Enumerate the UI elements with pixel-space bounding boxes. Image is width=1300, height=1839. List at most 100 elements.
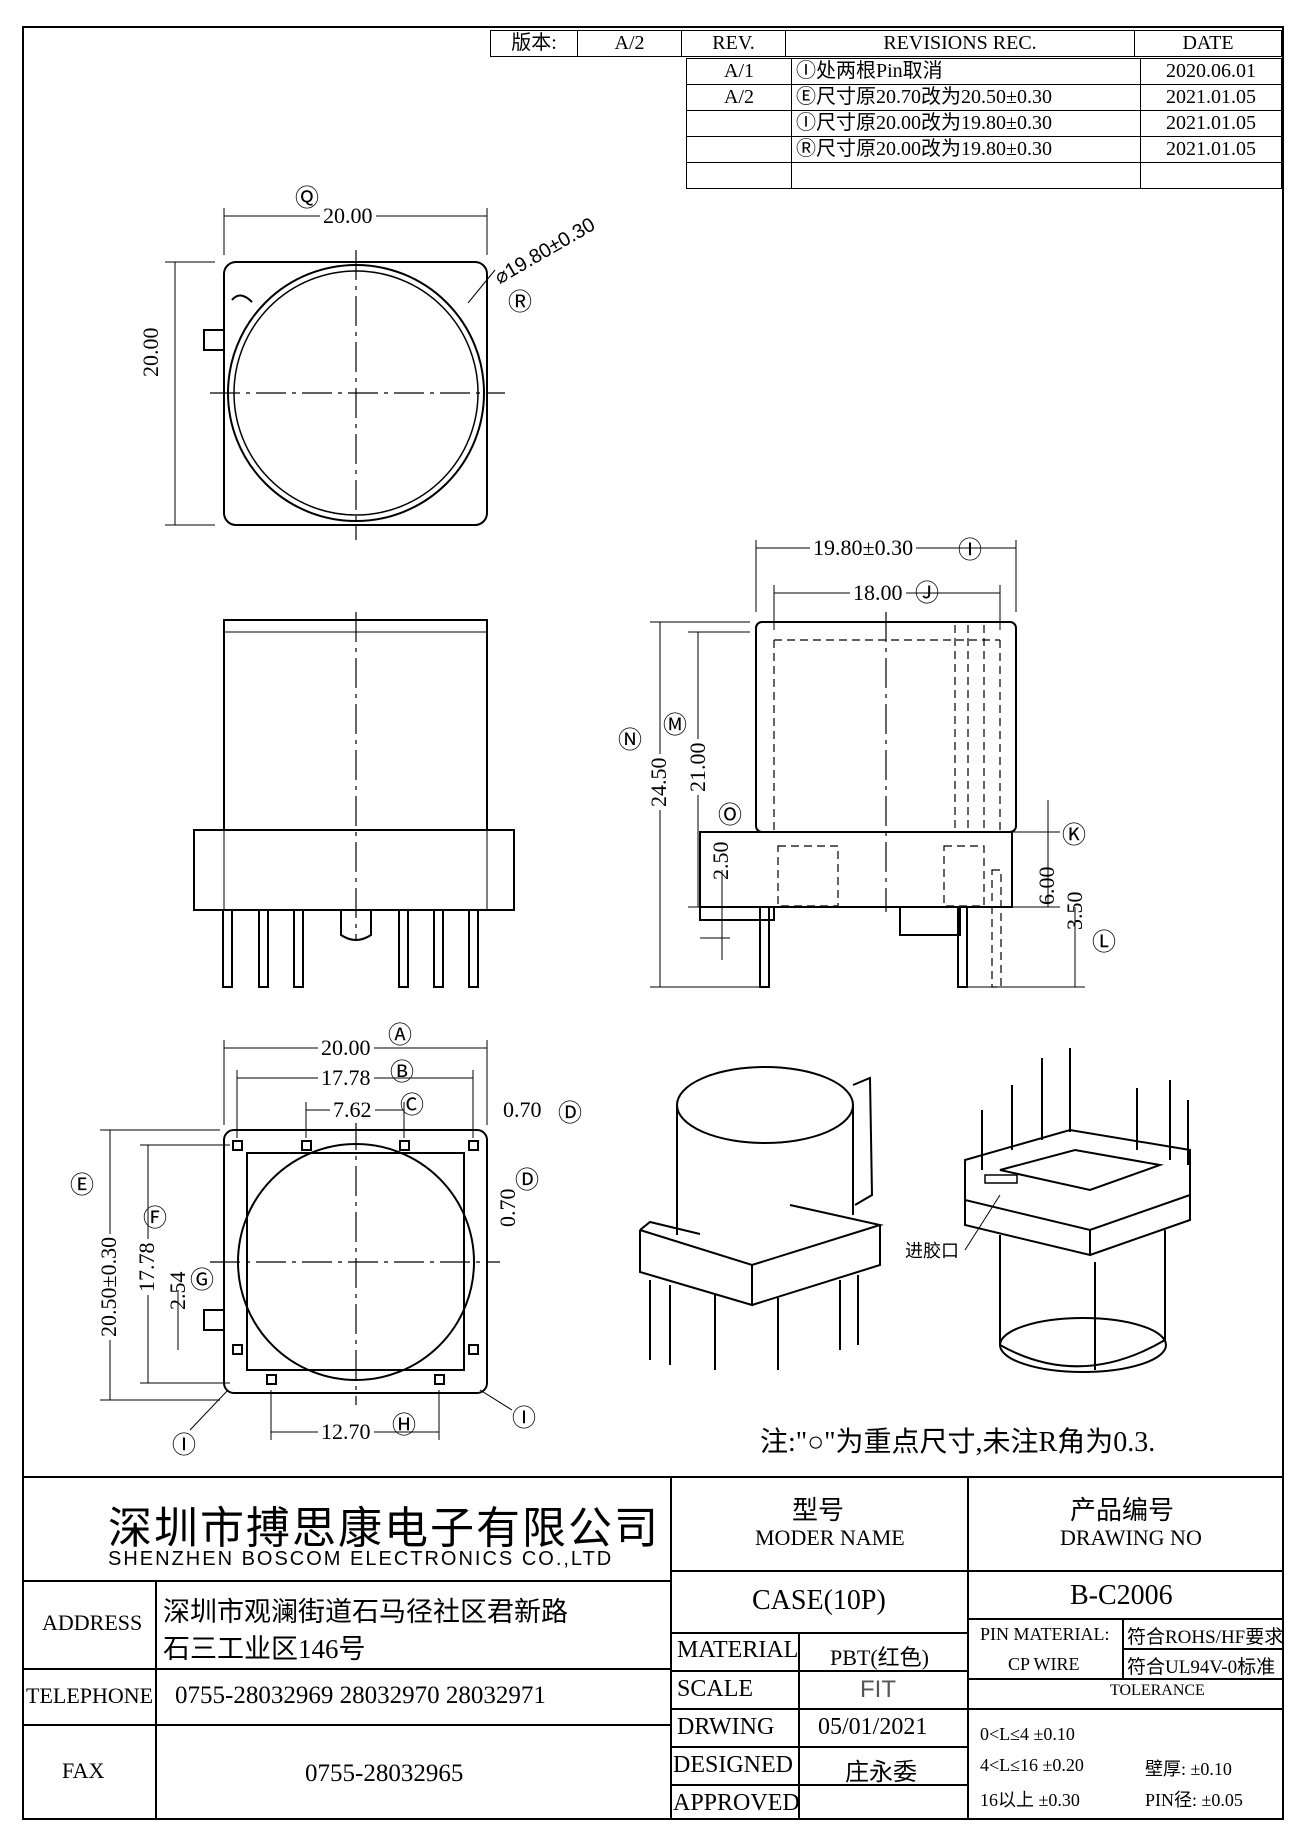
pin-hole bbox=[434, 1374, 445, 1385]
drawing-no-label-cn: 产品编号 bbox=[1070, 1496, 1175, 1525]
bottom-tab bbox=[203, 1309, 224, 1331]
revision-row-rev bbox=[686, 162, 792, 189]
tb-line bbox=[22, 1724, 670, 1726]
revision-rows: A/1 Ⓘ处两根Pin取消 2020.06.01 A/2 Ⓔ尺寸原20.70改为… bbox=[686, 58, 1282, 189]
pin bbox=[222, 909, 233, 988]
iso2-frame-inner bbox=[999, 1148, 1164, 1192]
l-mark: Ⓛ bbox=[1092, 930, 1116, 956]
drawing-no-label-en: DRAWING NO bbox=[1060, 1525, 1202, 1550]
pin-hole bbox=[232, 1140, 243, 1151]
side-window-left bbox=[777, 845, 839, 907]
revision-table: 版本: A/2 REV. REVISIONS REC. DATE bbox=[490, 30, 1282, 57]
tb-line bbox=[1122, 1618, 1124, 1678]
model-value: CASE(10P) bbox=[752, 1585, 886, 1616]
iso2-frame-top bbox=[964, 1128, 1191, 1232]
k-mark: Ⓚ bbox=[1062, 823, 1086, 849]
tb-line bbox=[967, 1708, 1284, 1710]
iso-base-top bbox=[639, 1204, 884, 1267]
top-view-tab bbox=[203, 329, 224, 351]
tb-line bbox=[967, 1477, 969, 1820]
tb-line bbox=[670, 1746, 967, 1748]
q-dim-text: 20.00 bbox=[320, 203, 376, 229]
tb-line bbox=[670, 1670, 967, 1672]
i-mark-right: Ⓘ bbox=[512, 1406, 536, 1432]
i-mark: Ⓘ bbox=[958, 538, 982, 564]
a-mark: Ⓐ bbox=[388, 1023, 412, 1049]
b-dim-text: 17.78 bbox=[318, 1065, 374, 1091]
drawing-note: 注:"○"为重点尺寸,未注R角为0.3. bbox=[760, 1427, 1156, 1458]
designed-value: 庄永委 bbox=[845, 1760, 917, 1786]
model-label-cn: 型号 bbox=[792, 1496, 845, 1525]
material-label: MATERIAL bbox=[677, 1637, 799, 1663]
revision-row-date: 2021.01.05 bbox=[1140, 110, 1282, 137]
d2-mark: Ⓓ bbox=[515, 1168, 539, 1194]
o-mark: Ⓞ bbox=[718, 803, 742, 829]
revision-row-rev: A/2 bbox=[686, 84, 792, 111]
side-pin-right2 bbox=[991, 869, 1002, 988]
iso-base-left-block bbox=[639, 1220, 701, 1235]
address-line2: 石三工业区146号 bbox=[163, 1634, 366, 1664]
tol-row-1: 0<L≤4 ±0.10 bbox=[980, 1724, 1075, 1744]
pin bbox=[293, 909, 304, 988]
d-dim-text: 0.70 bbox=[503, 1097, 542, 1122]
q-mark: Ⓠ bbox=[295, 186, 319, 212]
scale-label: SCALE bbox=[677, 1676, 754, 1702]
iso-view-left bbox=[639, 1066, 884, 1370]
g-dim-text: 2.54 bbox=[165, 1271, 190, 1311]
pin-hole bbox=[468, 1140, 479, 1151]
tol-row-3: 16以上 ±0.30 bbox=[980, 1790, 1080, 1810]
model-label-en: MODER NAME bbox=[755, 1525, 905, 1550]
tb-line bbox=[155, 1580, 157, 1820]
pin-hole bbox=[301, 1140, 312, 1151]
l-dim-text: 3.50 bbox=[1062, 891, 1087, 931]
drawing-no-value: B-C2006 bbox=[1070, 1580, 1173, 1611]
c-dim-text: 7.62 bbox=[330, 1097, 375, 1123]
gate-label: 进胶口 bbox=[905, 1241, 959, 1261]
side-view bbox=[650, 540, 1085, 988]
revision-row bbox=[686, 162, 1282, 189]
tb-line bbox=[670, 1784, 967, 1786]
pin-hole bbox=[399, 1140, 410, 1151]
version-label: 版本: bbox=[490, 30, 578, 57]
date-header: DATE bbox=[1134, 30, 1282, 57]
telephone-label: TELEPHONE bbox=[26, 1683, 154, 1708]
revision-row-date: 2021.01.05 bbox=[1140, 84, 1282, 111]
technical-drawing bbox=[22, 208, 1284, 1478]
revision-row-date bbox=[1140, 162, 1282, 189]
iso-view-right bbox=[964, 1048, 1191, 1373]
tol-row-2: 4<L≤16 ±0.20 bbox=[980, 1755, 1084, 1775]
iso2-gate-leader bbox=[964, 1194, 1001, 1251]
iso2-frame-front bbox=[964, 1200, 1091, 1257]
side-window-right bbox=[943, 845, 985, 907]
pin bbox=[258, 909, 269, 988]
rec-header: REVISIONS REC. bbox=[785, 30, 1135, 57]
pin bbox=[398, 909, 409, 988]
front-pins bbox=[222, 909, 479, 988]
f-dim-text: 17.78 bbox=[134, 1239, 160, 1295]
revision-row-date: 2020.06.01 bbox=[1140, 58, 1282, 85]
k-dim-text: 6.00 bbox=[1034, 866, 1059, 906]
iso-cyl-top bbox=[676, 1066, 854, 1144]
drwing-value: 05/01/2021 bbox=[818, 1714, 928, 1740]
tb-line bbox=[22, 1668, 670, 1670]
b-mark: Ⓑ bbox=[390, 1060, 414, 1086]
side-base-notch-left bbox=[699, 907, 775, 921]
tb-line bbox=[670, 1570, 1284, 1572]
iso-base-side bbox=[751, 1225, 881, 1306]
a-dim-text: 20.00 bbox=[318, 1035, 374, 1061]
address-label: ADDRESS bbox=[42, 1610, 143, 1635]
pin-hole bbox=[468, 1344, 479, 1355]
side-base bbox=[699, 831, 1013, 908]
pin bbox=[433, 909, 444, 988]
iso-cyl-tab bbox=[852, 1076, 874, 1206]
i-mark-left: Ⓘ bbox=[172, 1433, 196, 1459]
side-pin-left bbox=[759, 906, 770, 988]
i-leader-left bbox=[189, 1389, 229, 1431]
iso-base-front bbox=[639, 1230, 753, 1307]
pin-hole bbox=[232, 1344, 243, 1355]
r-leader bbox=[467, 269, 496, 304]
n-dim-text: 24.50 bbox=[646, 754, 672, 810]
h-dim-text: 12.70 bbox=[318, 1419, 374, 1445]
iso2-cylinder bbox=[999, 1230, 1166, 1368]
g-mark: Ⓖ bbox=[190, 1268, 214, 1294]
